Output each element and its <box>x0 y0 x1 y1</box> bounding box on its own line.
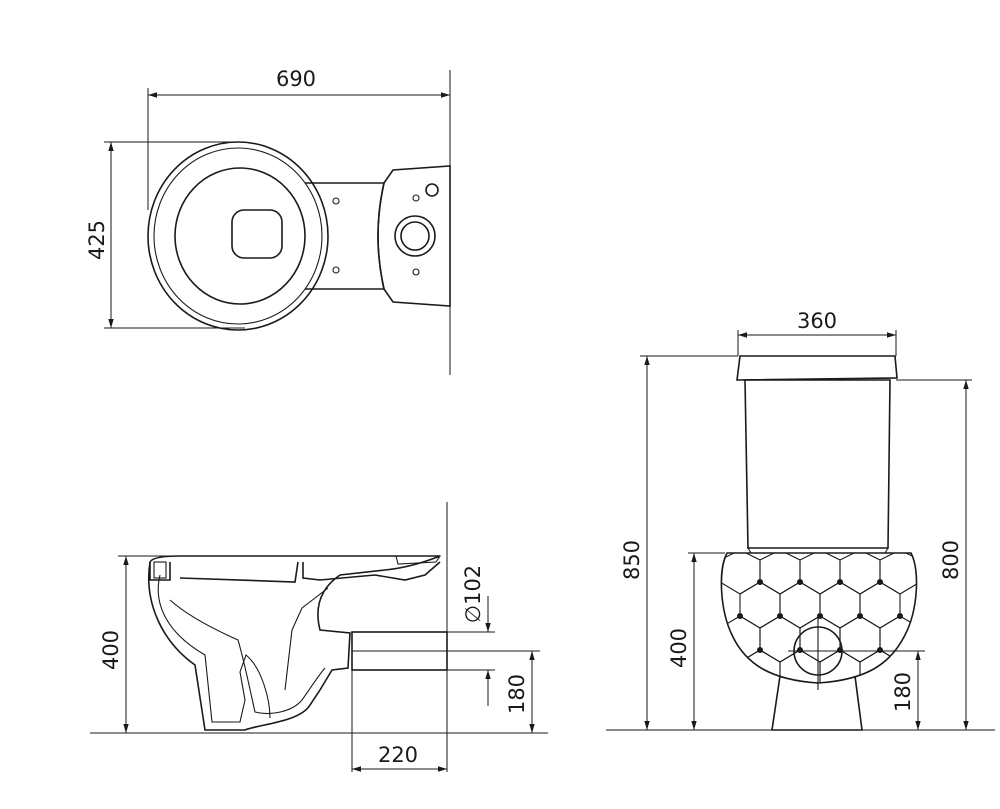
dim-label-bowl-height: 400 <box>667 628 691 668</box>
rim-back-lip <box>395 555 442 565</box>
dim-label-depth: 425 <box>85 220 109 260</box>
dim-label-side-height: 400 <box>99 630 123 670</box>
bolt-hole-icon <box>332 197 340 205</box>
rim-front <box>149 562 171 581</box>
rim-front-detail <box>153 561 167 579</box>
trap-curve-outer <box>169 599 326 715</box>
trap-curve-inner <box>157 574 271 723</box>
bolt-hole-icon <box>412 194 420 202</box>
rim-top-surface <box>179 561 299 583</box>
pedestal-body <box>305 182 386 290</box>
dim-label-outlet-height-side: 180 <box>505 674 529 714</box>
dim-label-width: 690 <box>276 67 316 91</box>
trap-channel <box>284 587 329 691</box>
water-surface <box>231 209 283 259</box>
dim-label-total-height: 850 <box>620 540 644 580</box>
top-view: 690 425 <box>85 67 451 375</box>
dim-label-outlet-offset: 220 <box>378 743 418 767</box>
front-pedestal <box>771 675 863 731</box>
fixing-hole-icon <box>425 183 439 197</box>
bolt-hole-icon <box>332 266 340 274</box>
hex-pattern <box>721 553 917 683</box>
flush-inlet-outer <box>394 215 436 257</box>
bolt-hole-icon <box>412 268 420 276</box>
front-view: 360 850 400 800 180 <box>606 309 995 731</box>
bowl-seat-opening <box>174 167 306 305</box>
rim-back-surface <box>302 561 441 581</box>
side-view: 400 ∅102 180 220 <box>90 502 548 772</box>
dim-label-diameter: ∅102 <box>461 565 485 623</box>
cistern-mount-plate <box>377 165 451 307</box>
bowl-inner-rim <box>153 147 323 325</box>
dim-label-outlet-height-front: 180 <box>891 672 915 712</box>
dim-label-cistern-width: 360 <box>797 309 837 333</box>
dim-label-cistern-height: 800 <box>939 540 963 580</box>
cistern-body <box>744 379 891 549</box>
bowl-outer-rim <box>147 141 329 331</box>
flush-inlet-inner <box>400 221 430 251</box>
cistern-lid <box>736 355 898 381</box>
